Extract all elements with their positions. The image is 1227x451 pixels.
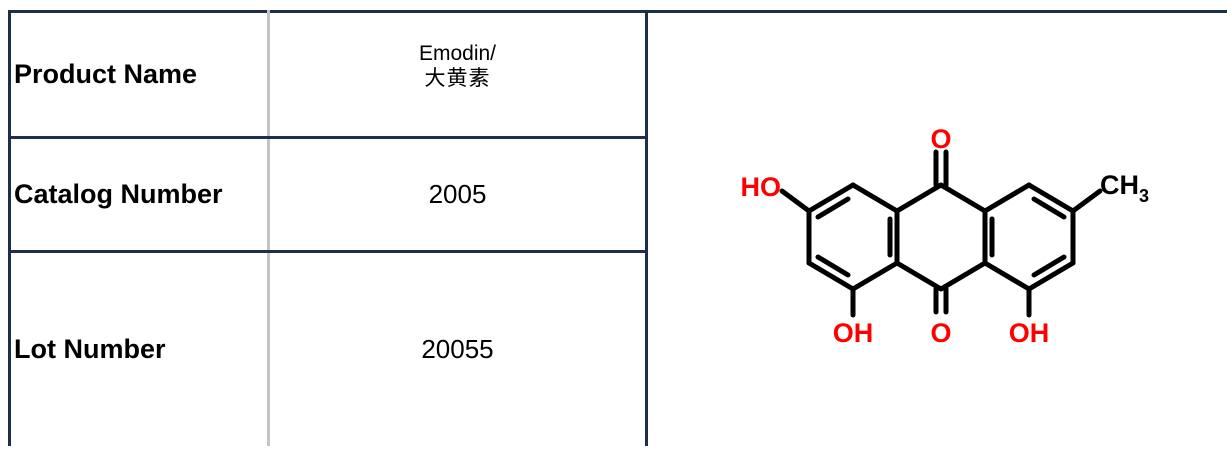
row-divider-2 <box>8 250 648 253</box>
hydroxyl-bottom-left-label: OH <box>833 318 874 348</box>
lot-number-value: 20055 <box>421 334 494 364</box>
hydroxyl-bottom-right-label: OH <box>1009 318 1050 348</box>
bond-lines <box>779 149 1103 318</box>
table-frame <box>8 10 1227 446</box>
catalog-number-value: 2005 <box>428 179 487 209</box>
methyl-subscript: 3 <box>1139 186 1149 206</box>
catalog-number-label: Catalog Number <box>14 179 223 209</box>
emodin-structure-diagram: O O HO OH OH CH3 <box>741 124 1150 348</box>
lot-number-label: Lot Number <box>14 334 166 364</box>
chemical-structure: O O HO OH OH CH3 <box>648 13 1227 446</box>
methyl-label: CH3 <box>1100 170 1149 206</box>
oxygen-top-label: O <box>930 124 951 154</box>
product-name-label: Product Name <box>14 59 198 89</box>
product-name-value: Emodin/ 大黄素 <box>270 13 645 136</box>
product-name-cn: 大黄素 <box>424 65 491 90</box>
methyl-main: CH <box>1100 170 1139 200</box>
row-divider-1 <box>8 136 648 139</box>
product-name-en: Emodin/ <box>418 41 497 65</box>
oxygen-bottom-label: O <box>930 318 951 348</box>
column-divider-structure <box>645 10 648 446</box>
atom-labels: O O HO OH OH CH3 <box>741 124 1150 348</box>
column-divider-label <box>267 10 270 446</box>
hydroxyl-left-label: HO <box>741 172 782 202</box>
